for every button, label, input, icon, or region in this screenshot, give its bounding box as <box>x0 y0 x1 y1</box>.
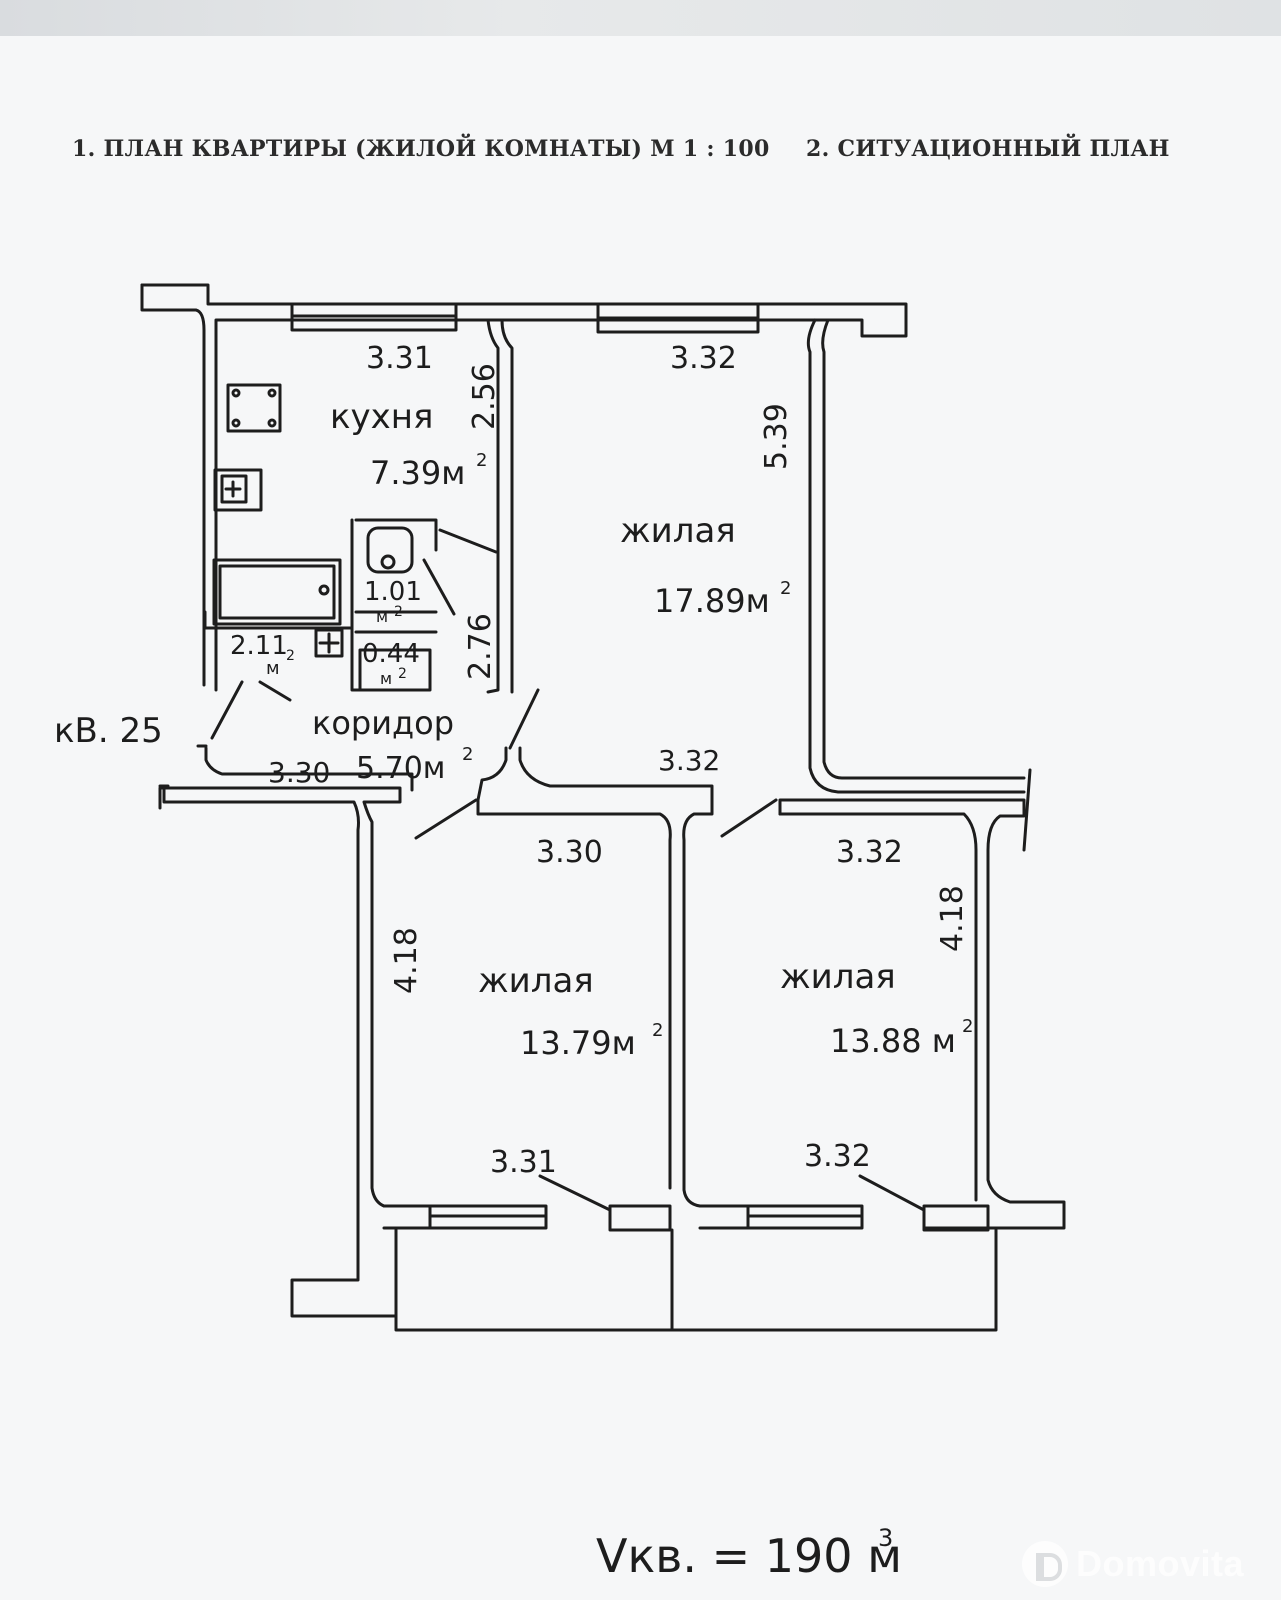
dim-living-mid-width-top: 3.30 <box>536 835 603 870</box>
wall-left-corridor <box>158 744 414 792</box>
toilet-area: 1.01 <box>364 577 422 607</box>
plan-heading: 1. ПЛАН КВАРТИРЫ (ЖИЛОЙ КОМНАТЫ) М 1 : 1… <box>72 136 770 162</box>
closet-unit: м <box>380 669 392 688</box>
bath-partition <box>203 518 438 692</box>
sink <box>213 468 263 512</box>
dim-living-right-depth: 4.18 <box>935 885 970 952</box>
watermark-text: Domovita <box>1076 1543 1245 1584</box>
wall-bottom-mid <box>608 1204 990 1232</box>
room-living-top-name: жилая <box>620 511 736 551</box>
dim-living-right-width-top: 3.32 <box>836 835 903 870</box>
dim-living-right-width-bottom: 3.32 <box>804 1139 871 1174</box>
room-living-right-name: жилая <box>780 957 896 997</box>
document-sheet <box>0 36 1281 1600</box>
dim-living-mid-depth: 4.18 <box>389 927 424 994</box>
dim-hall: 3.32 <box>658 744 720 777</box>
dim-corridor-depth: 2.76 <box>463 613 498 680</box>
room-kitchen-name: кухня <box>330 397 433 437</box>
room-living-mid-name: жилая <box>478 961 594 1001</box>
room-corridor-area: 5.70м <box>356 751 445 786</box>
bath-area: 2.11 <box>230 631 288 661</box>
sup-living-top: 2 <box>780 578 791 599</box>
sup-living-mid: 2 <box>652 1020 663 1041</box>
bath-unit: м <box>266 658 280 679</box>
watermark: Domovita <box>1022 1536 1244 1592</box>
door-living-mid <box>414 798 478 840</box>
room-living-mid-area: 13.79м <box>520 1024 636 1062</box>
door-bath <box>210 680 292 740</box>
window-living-right <box>698 1204 864 1230</box>
stove <box>226 383 282 433</box>
balcony <box>394 1228 998 1332</box>
sup-bath: 2 <box>286 648 295 664</box>
wall-living-right <box>806 318 1026 794</box>
volume-text: Vкв. = 190 м <box>596 1529 902 1583</box>
situation-plan-heading: 2. СИТУАЦИОННЫЙ ПЛАН <box>806 136 1170 162</box>
wall-top-outer <box>140 283 908 338</box>
dim-living-top-depth: 5.39 <box>759 403 794 470</box>
domovita-logo-icon <box>1022 1541 1068 1587</box>
room-living-top-area: 17.89м <box>654 582 770 620</box>
sup-toilet: 2 <box>394 604 403 620</box>
wall-cut-right <box>1022 768 1032 852</box>
door-living-right <box>720 798 778 838</box>
dim-kitchen-width: 3.31 <box>366 341 433 376</box>
room-kitchen-area: 7.39м <box>370 454 465 492</box>
wall-right-inner <box>778 812 978 1202</box>
dim-kitchen-depth: 2.56 <box>467 363 502 430</box>
room-corridor-name: коридор <box>312 704 454 742</box>
wall-mid-right <box>476 798 672 1190</box>
toilet-bowl <box>366 526 414 574</box>
sup-kitchen: 2 <box>476 450 487 471</box>
wall-kitchen-living <box>486 318 514 694</box>
door-living-top <box>508 688 540 750</box>
window-living-top <box>596 302 760 334</box>
toilet-unit: м <box>376 607 388 626</box>
bathtub <box>212 558 342 626</box>
dim-corridor-width: 3.30 <box>268 756 330 789</box>
wall-corridor-bottom <box>158 786 402 1208</box>
door-kitchen <box>438 528 498 554</box>
closet-area: 0.44 <box>362 639 420 669</box>
washbasin <box>314 628 344 658</box>
bathtub-inner <box>218 564 336 620</box>
volume-power: 3 <box>878 1524 893 1552</box>
sup-corridor: 2 <box>462 744 473 765</box>
wall-neighbor-outer <box>162 786 398 1318</box>
wall-corridor-mid <box>476 746 714 1208</box>
neighbor-label: кВ. 25 <box>54 711 163 751</box>
leader-332-bottom <box>858 1174 926 1212</box>
dim-living-mid-width-bottom: 3.31 <box>490 1145 557 1180</box>
sup-living-right: 2 <box>962 1016 973 1037</box>
window-kitchen <box>290 302 458 332</box>
dim-living-top-width: 3.32 <box>670 341 737 376</box>
room-living-right-area: 13.88 м <box>830 1022 956 1060</box>
door-toilet <box>422 558 456 616</box>
window-living-mid <box>382 1204 548 1230</box>
wall-top-inner <box>140 283 206 687</box>
sup-closet: 2 <box>398 666 407 682</box>
leader-331-bottom <box>538 1174 612 1212</box>
wall-right-room <box>778 798 1066 1230</box>
